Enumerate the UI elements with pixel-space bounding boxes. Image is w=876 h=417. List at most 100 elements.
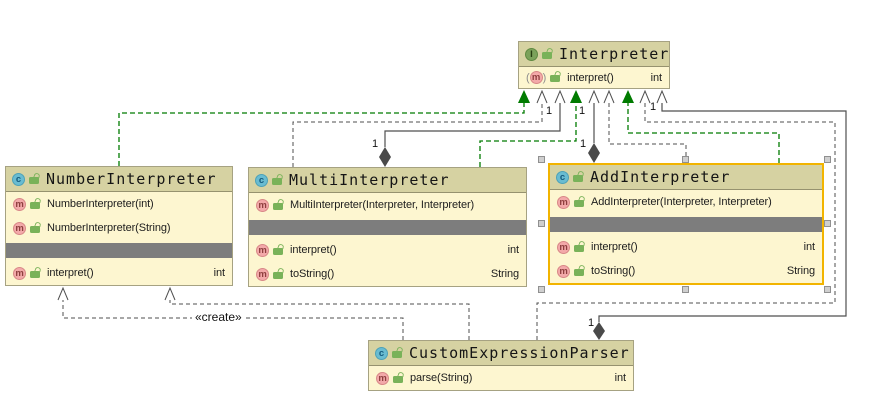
method-row[interactable]: m interpret() int bbox=[550, 235, 822, 259]
class-title: CustomExpressionParser bbox=[409, 344, 630, 362]
method-icon: m bbox=[256, 267, 269, 281]
edge-realization-number-interpreter[interactable] bbox=[118, 103, 525, 166]
class-header[interactable]: c MultiInterpreter bbox=[249, 168, 526, 193]
edge-dependency-parser-number[interactable] bbox=[169, 300, 470, 340]
selection-handle[interactable] bbox=[824, 286, 831, 293]
constructor-name: NumberInterpreter(int) bbox=[47, 198, 154, 210]
lock-icon bbox=[273, 271, 283, 279]
method-return-type: int bbox=[803, 241, 815, 253]
lock-icon bbox=[273, 247, 283, 255]
method-row[interactable]: m parse(String) int bbox=[369, 366, 633, 390]
section-separator bbox=[249, 220, 526, 235]
realization-arrowhead bbox=[518, 90, 530, 103]
open-arrowhead bbox=[639, 89, 651, 104]
edge-dependency-add-interpreter[interactable] bbox=[608, 103, 687, 163]
constructor-name: AddInterpreter(Interpreter, Interpreter) bbox=[591, 196, 772, 208]
class-header[interactable]: c AddInterpreter bbox=[550, 165, 822, 190]
method-name: parse(String) bbox=[410, 372, 473, 384]
lock-icon bbox=[393, 375, 403, 383]
class-icon: c bbox=[255, 173, 268, 187]
method-row[interactable]: m toString() String bbox=[249, 262, 526, 286]
lock-icon bbox=[273, 202, 283, 210]
class-header[interactable]: I Interpreter bbox=[519, 42, 669, 67]
edge-aggregation-parser-interpreter[interactable] bbox=[598, 103, 847, 322]
lock-icon bbox=[30, 225, 40, 233]
abstract-paren: ( bbox=[526, 71, 530, 84]
class-box-interpreter[interactable]: I Interpreter ( m ) interpret() int bbox=[518, 41, 670, 89]
multiplicity-label: 1 bbox=[372, 138, 379, 150]
lock-icon bbox=[30, 201, 40, 209]
edge-aggregation-multi-interpreter[interactable] bbox=[384, 103, 561, 147]
section-separator bbox=[6, 243, 232, 258]
open-arrowhead bbox=[164, 286, 176, 301]
selection-handle[interactable] bbox=[538, 220, 545, 227]
aggregation-diamond bbox=[588, 143, 600, 163]
method-name: interpret() bbox=[591, 241, 638, 253]
multiplicity-label: 1 bbox=[579, 105, 586, 117]
method-name: toString() bbox=[290, 268, 335, 280]
section-separator bbox=[550, 217, 822, 232]
constructor-row[interactable]: m MultiInterpreter(Interpreter, Interpre… bbox=[249, 193, 526, 217]
lock-icon bbox=[573, 174, 583, 182]
constructor-row[interactable]: m NumberInterpreter(String) bbox=[6, 216, 232, 240]
edge-association-parser-interpreter[interactable] bbox=[536, 103, 836, 340]
aggregation-diamond bbox=[593, 322, 605, 340]
selection-handle[interactable] bbox=[538, 156, 545, 163]
interface-icon: I bbox=[525, 47, 538, 61]
class-icon: c bbox=[12, 172, 25, 186]
method-row[interactable]: m toString() String bbox=[550, 259, 822, 283]
class-box-multiinterpreter[interactable]: c MultiInterpreter m MultiInterpreter(In… bbox=[248, 167, 527, 287]
lock-icon bbox=[392, 350, 402, 358]
realization-arrowhead bbox=[570, 90, 582, 103]
method-return-type: String bbox=[786, 265, 815, 277]
class-box-customexpressionparser[interactable]: c CustomExpressionParser m parse(String)… bbox=[368, 340, 634, 391]
abstract-paren: ) bbox=[542, 71, 547, 84]
constructor-name: NumberInterpreter(String) bbox=[47, 222, 171, 234]
method-icon: m bbox=[13, 266, 26, 280]
class-title: Interpreter bbox=[559, 45, 670, 63]
lock-icon bbox=[574, 268, 584, 276]
selection-handle[interactable] bbox=[824, 156, 831, 163]
method-icon: m bbox=[557, 195, 570, 209]
method-icon: m bbox=[557, 240, 570, 254]
open-arrowhead bbox=[588, 89, 600, 104]
class-title: AddInterpreter bbox=[590, 168, 731, 186]
multiplicity-label: 1 bbox=[546, 105, 553, 117]
selection-handle[interactable] bbox=[538, 286, 545, 293]
lock-icon bbox=[550, 75, 561, 82]
constructor-name: MultiInterpreter(Interpreter, Interprete… bbox=[290, 199, 475, 211]
method-name: interpret() bbox=[47, 267, 94, 279]
open-arrowhead bbox=[554, 89, 566, 104]
selection-handle[interactable] bbox=[824, 220, 831, 227]
method-row[interactable]: m interpret() int bbox=[6, 261, 232, 285]
class-header[interactable]: c CustomExpressionParser bbox=[369, 341, 633, 366]
open-arrowhead bbox=[57, 286, 69, 301]
edge-association-multi-interpreter[interactable] bbox=[292, 103, 543, 167]
class-icon: c bbox=[556, 170, 569, 184]
constructor-row[interactable]: m NumberInterpreter(int) bbox=[6, 192, 232, 216]
lock-icon bbox=[542, 51, 552, 59]
class-box-addinterpreter[interactable]: c AddInterpreter m AddInterpreter(Interp… bbox=[548, 163, 824, 285]
method-name: interpret() bbox=[290, 244, 337, 256]
lock-icon bbox=[272, 177, 282, 185]
method-row[interactable]: ( m ) interpret() int bbox=[519, 67, 669, 88]
class-box-numberinterpreter[interactable]: c NumberInterpreter m NumberInterpreter(… bbox=[5, 166, 233, 286]
class-icon: c bbox=[375, 346, 388, 360]
selection-handle[interactable] bbox=[682, 286, 689, 293]
edge-realization-add-interpreter[interactable] bbox=[627, 103, 780, 163]
method-name: toString() bbox=[591, 265, 636, 277]
method-icon: m bbox=[376, 371, 389, 385]
edge-realization-multi-interpreter[interactable] bbox=[479, 103, 577, 167]
class-title: NumberInterpreter bbox=[46, 170, 217, 188]
method-row[interactable]: m interpret() int bbox=[249, 238, 526, 262]
lock-icon bbox=[29, 176, 39, 184]
selection-handle[interactable] bbox=[682, 156, 689, 163]
class-header[interactable]: c NumberInterpreter bbox=[6, 167, 232, 192]
method-return-type: int bbox=[650, 71, 662, 84]
realization-arrowhead bbox=[622, 90, 634, 103]
open-arrowhead bbox=[536, 89, 548, 104]
method-name: interpret() bbox=[567, 71, 614, 84]
constructor-row[interactable]: m AddInterpreter(Interpreter, Interprete… bbox=[550, 190, 822, 214]
aggregation-diamond bbox=[379, 147, 391, 167]
